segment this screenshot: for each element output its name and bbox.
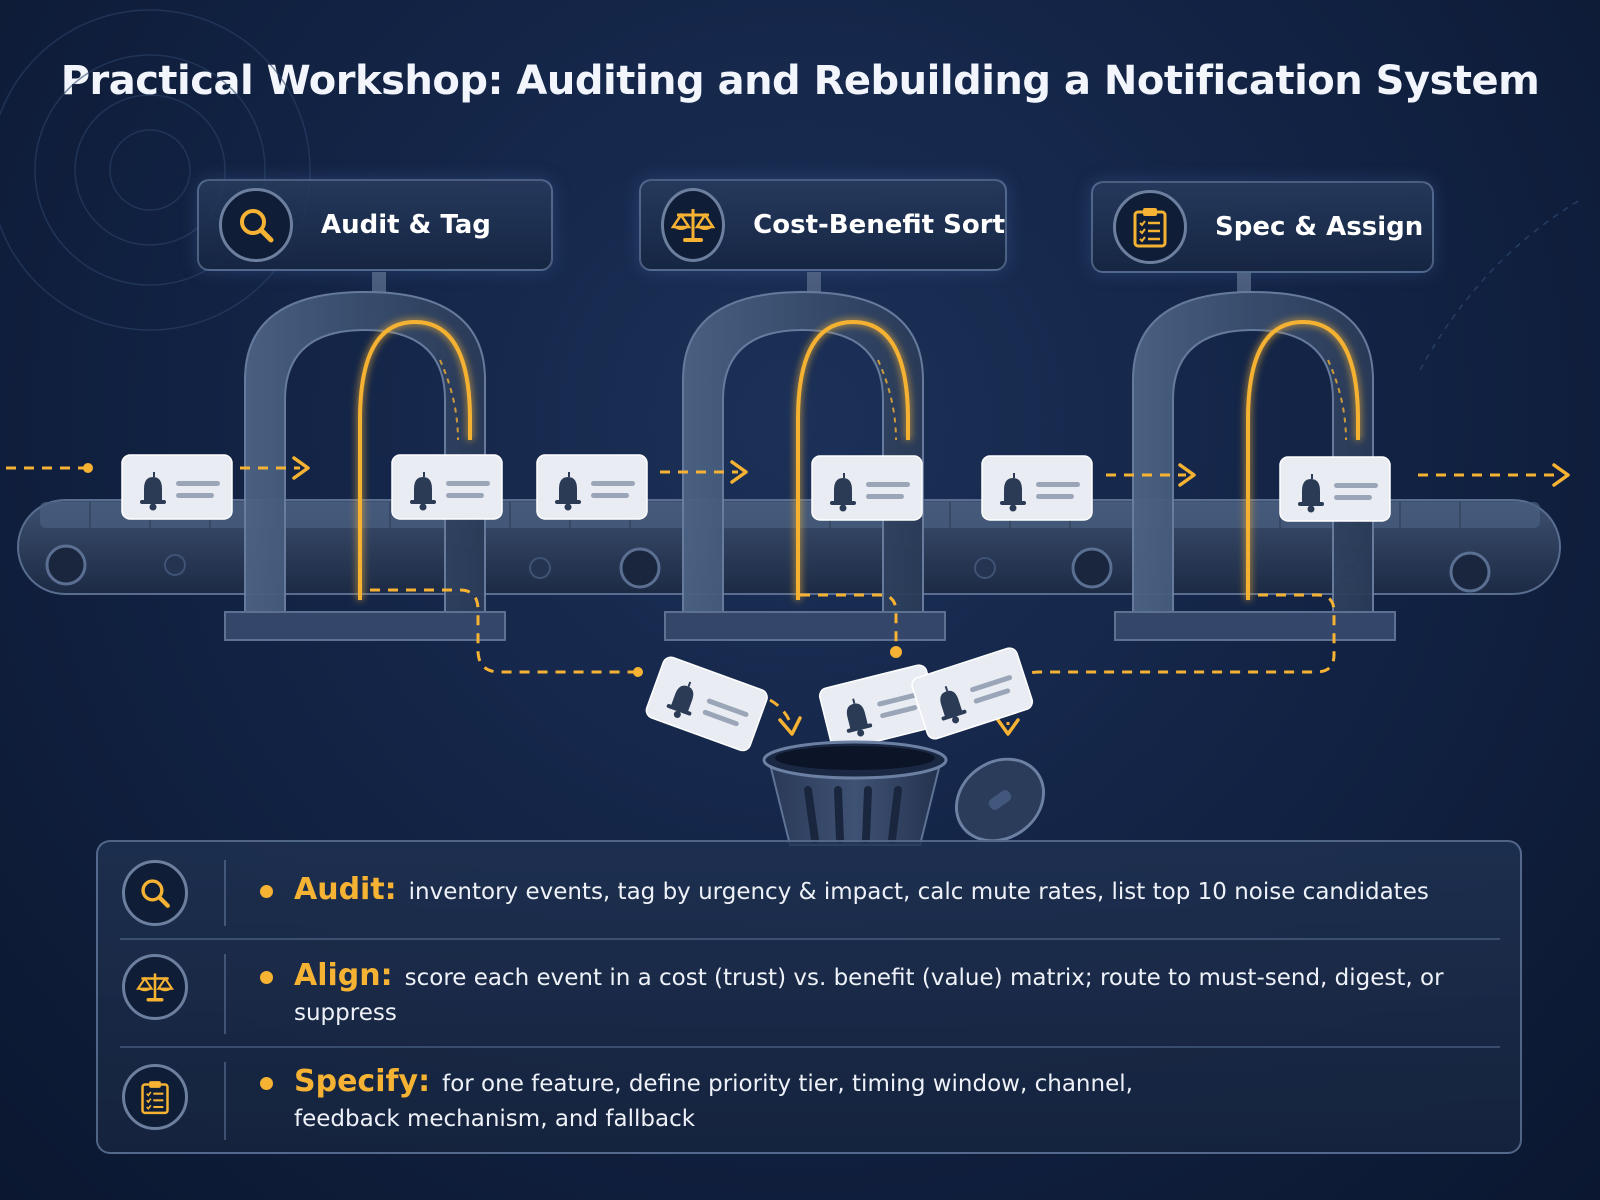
stage-cost-benefit-sort: Cost-Benefit Sort <box>639 179 1007 271</box>
flow-arrows <box>6 466 1560 477</box>
clipboard-icon <box>1113 190 1187 264</box>
magnifier-icon <box>219 188 293 262</box>
trash-bin <box>762 740 1046 846</box>
row-divider <box>224 860 226 926</box>
step-text: Align:score each event in a cost (trust)… <box>260 958 1474 1031</box>
belt-card-5 <box>981 455 1093 521</box>
page-title: Practical Workshop: Auditing and Rebuild… <box>60 58 1540 104</box>
step-description: for one feature, define priority tier, t… <box>294 1071 1133 1132</box>
reject-arrowheads <box>778 716 1020 736</box>
stage-label-text: Audit & Tag <box>321 210 491 240</box>
bullet-dot <box>260 1077 273 1090</box>
belt-card-4 <box>811 455 923 521</box>
step-text: Specify:for one feature, define priority… <box>260 1064 1154 1137</box>
magnifier-icon <box>122 860 188 926</box>
step-text: Audit: inventory events, tag by urgency &… <box>260 872 1474 910</box>
flow-start-dot <box>83 463 93 473</box>
arch-audit <box>224 272 506 641</box>
belt-card-6 <box>1279 456 1391 522</box>
step-row-align: Align:score each event in a cost (trust)… <box>98 940 1520 1046</box>
step-term: Align: <box>294 958 393 993</box>
decorative-arc <box>1419 199 1581 371</box>
row-separator <box>120 938 1500 940</box>
falling-card-3 <box>909 645 1036 742</box>
stage-label-text: Spec & Assign <box>1215 212 1424 242</box>
scale-icon <box>661 188 726 262</box>
belt-card-1 <box>121 454 233 520</box>
reject-paths <box>370 588 1336 725</box>
belt-card-2 <box>391 454 503 520</box>
step-row-audit: Audit: inventory events, tag by urgency &… <box>98 842 1520 938</box>
stage-spec-assign: Spec & Assign <box>1091 181 1434 273</box>
row-divider <box>224 954 226 1034</box>
step-term: Specify: <box>294 1064 431 1099</box>
row-separator <box>120 1046 1500 1048</box>
clipboard-icon <box>122 1064 188 1130</box>
row-divider <box>224 1062 226 1140</box>
stage-label-text: Cost-Benefit Sort <box>753 210 1005 240</box>
bullet-dot <box>260 971 273 984</box>
reject-path-markers <box>633 646 902 677</box>
scale-icon <box>122 954 188 1020</box>
arch-cost-benefit <box>664 272 946 641</box>
step-term: Audit: <box>294 872 397 907</box>
step-row-specify: Specify:for one feature, define priority… <box>98 1048 1520 1152</box>
arch-spec-assign <box>1114 272 1396 641</box>
bullet-dot <box>260 885 273 898</box>
steps-panel: Audit: inventory events, tag by urgency &… <box>96 840 1522 1154</box>
step-description: inventory events, tag by urgency & impac… <box>408 879 1429 905</box>
step-description: score each event in a cost (trust) vs. b… <box>294 965 1444 1026</box>
decorative-rings <box>0 9 311 331</box>
stage-audit-tag: Audit & Tag <box>197 179 553 271</box>
belt-card-3 <box>536 454 648 520</box>
flow-arrowheads <box>292 456 1570 487</box>
falling-card-1 <box>643 654 771 754</box>
